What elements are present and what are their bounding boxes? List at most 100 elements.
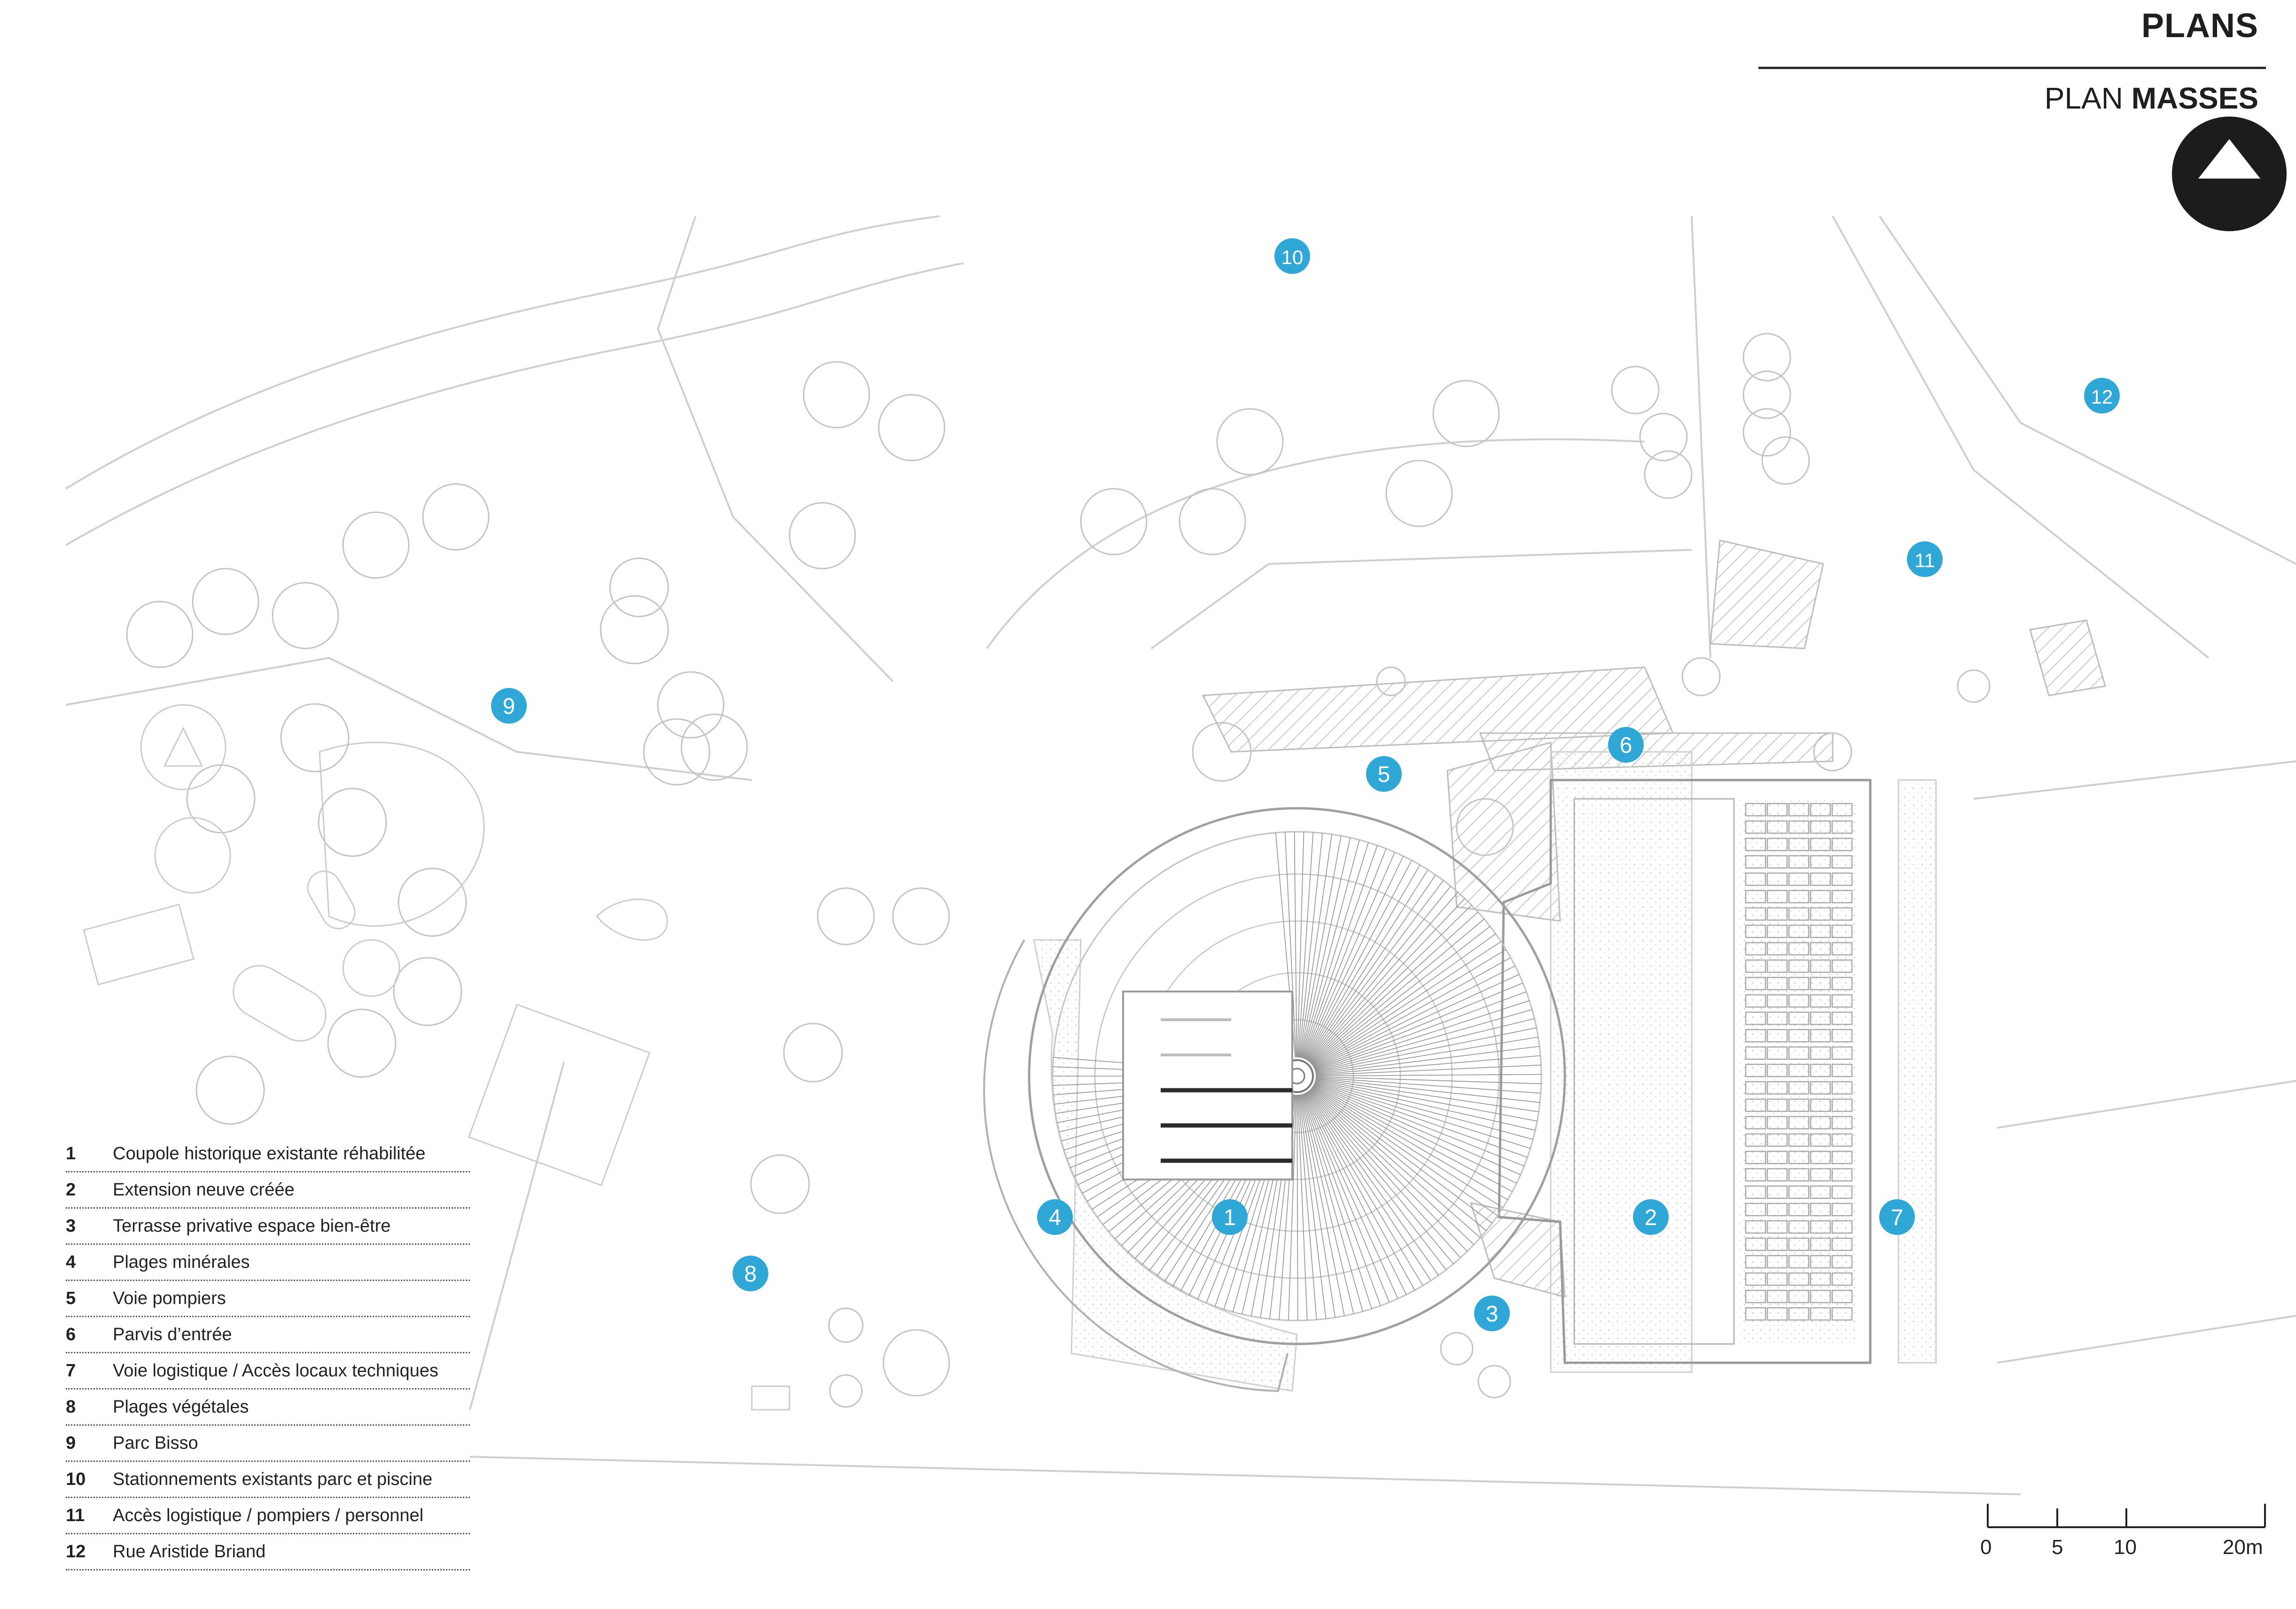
dome-ray <box>1315 1027 1537 1073</box>
extension-building <box>1498 779 1872 1364</box>
parking-stall <box>1810 1185 1831 1199</box>
parking-stall <box>1810 959 1831 973</box>
dome-ray <box>1302 1093 1372 1309</box>
dome-ray <box>1314 1083 1521 1175</box>
dome-ray <box>1309 892 1459 1062</box>
dome-ray <box>1311 919 1484 1064</box>
parking-stall <box>1810 1237 1831 1251</box>
parking-stall <box>1745 1289 1766 1304</box>
parking-stall <box>1831 1185 1853 1199</box>
parking-stall <box>1745 1029 1766 1043</box>
parking-stall <box>1788 803 1810 817</box>
dome-ray <box>1288 1094 1297 1320</box>
parking-stall <box>1788 890 1810 904</box>
parking-stall <box>1788 907 1810 921</box>
dome-ray <box>1296 1094 1298 1320</box>
legend-number: 5 <box>66 1288 76 1308</box>
parking-stall <box>1745 1255 1766 1269</box>
parking-stall <box>1810 1168 1831 1182</box>
legend-label: Voie logistique / Accès locaux technique… <box>113 1360 438 1381</box>
parking-stall <box>1788 959 1810 973</box>
scale-label-0: 0 <box>1980 1536 1992 1559</box>
parking-stall <box>1788 994 1810 1008</box>
parking-stall <box>1745 994 1766 1008</box>
marker-4: 4 <box>1037 1199 1073 1235</box>
parking-stall <box>1831 803 1853 817</box>
parking-stall <box>1766 1116 1788 1130</box>
dome-ray <box>1315 1037 1538 1074</box>
legend-number: 3 <box>66 1216 76 1236</box>
marker-label: 1 <box>1224 1205 1236 1230</box>
dome-ray <box>1315 1080 1536 1131</box>
parking-stall <box>1745 1272 1766 1286</box>
page-subtitle: PLAN MASSES <box>2045 81 2258 116</box>
marker-8: 8 <box>733 1256 768 1291</box>
parking-stall <box>1788 1063 1810 1078</box>
parking-stall <box>1745 837 1766 851</box>
parking-stall <box>1766 1063 1788 1078</box>
parking-stall <box>1810 942 1831 956</box>
parking-stall <box>1831 942 1853 956</box>
marker-circle <box>2084 378 2120 414</box>
parking-stall <box>1788 942 1810 956</box>
dome-ray <box>1303 845 1378 1059</box>
parking-stall <box>1788 1098 1810 1112</box>
dome-ray <box>1301 1094 1354 1314</box>
dome-ray <box>1310 1089 1468 1252</box>
legend-label: Plages végétales <box>113 1397 249 1417</box>
parking-stall <box>1766 1255 1788 1269</box>
parking-stall <box>1745 820 1766 834</box>
dome-ray <box>1299 1094 1336 1318</box>
marker-label: 3 <box>1486 1302 1499 1327</box>
dome-ray <box>1315 1074 1541 1077</box>
dome-ray <box>1312 941 1501 1066</box>
parking-stall <box>1810 1116 1831 1130</box>
marker-label: 2 <box>1645 1205 1657 1230</box>
parking-stall <box>1788 924 1810 938</box>
parking-stall <box>1831 924 1853 938</box>
parking-stall <box>1788 1307 1810 1321</box>
dome-ray <box>1300 836 1342 1058</box>
dome-ray <box>1309 1090 1461 1258</box>
dome-ray <box>1313 1085 1508 1200</box>
parking-stall <box>1745 907 1766 921</box>
dome-ray <box>1314 983 1523 1070</box>
marker-circle <box>491 688 527 724</box>
marker-circle <box>1212 1199 1248 1235</box>
marker-circle <box>1608 727 1644 763</box>
legend-number: 11 <box>66 1505 85 1525</box>
marker-7: 7 <box>1879 1199 1915 1235</box>
parking-stall <box>1766 1029 1788 1043</box>
header-divider <box>1758 67 2266 69</box>
dome-ray <box>1314 1082 1524 1167</box>
parking-stall <box>1831 890 1853 904</box>
parking-stall <box>1810 855 1831 869</box>
parking-stall <box>1745 855 1766 869</box>
dome-ray <box>1306 1092 1423 1286</box>
dome-ray <box>1315 1079 1538 1122</box>
parking-stall <box>1831 1011 1853 1025</box>
marker-label: 9 <box>503 694 515 719</box>
dome-ray <box>1311 1087 1487 1231</box>
dome-ray <box>1298 1094 1317 1320</box>
dome-ray <box>1315 1018 1535 1072</box>
dome-ray <box>1305 860 1412 1060</box>
parking-stall <box>1810 890 1831 904</box>
dome-ray <box>1306 869 1429 1061</box>
dome-ray <box>1313 1085 1513 1192</box>
dome-ray <box>1300 837 1351 1058</box>
parking-stall <box>1745 1116 1766 1130</box>
parking-stall <box>1788 1029 1810 1043</box>
dome-ray <box>1315 1046 1540 1074</box>
parking-stall <box>1831 1029 1853 1043</box>
dome-ray <box>1312 933 1496 1066</box>
parking-stall <box>1831 1237 1853 1251</box>
parking-stall <box>1788 1116 1810 1130</box>
parking-stall <box>1810 872 1831 886</box>
parking-stall <box>1766 994 1788 1008</box>
dome-ray <box>1314 974 1520 1069</box>
parking-stall <box>1788 820 1810 834</box>
